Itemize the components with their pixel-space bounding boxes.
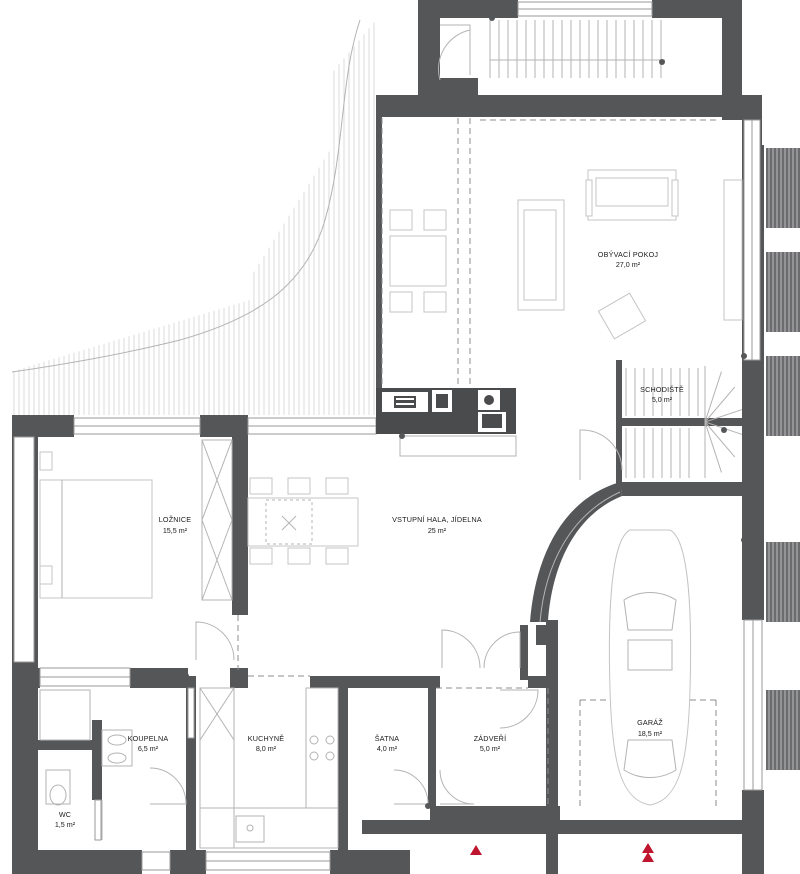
room-label-satna: ŠATNA 4,0 m² (375, 734, 399, 753)
room-area-wc: 1,5 m² (55, 820, 76, 829)
room-name-wc: WC (59, 810, 71, 819)
room-label-garaz: GARÁŽ 18,5 m² (637, 718, 663, 738)
room-label-obyvaci: OBÝVACÍ POKOJ 27,0 m² (598, 250, 659, 269)
curved-wall (530, 482, 622, 622)
room-label-schodiste: SCHODIŠTĚ 5,0 m² (640, 385, 684, 404)
dining-furniture (247, 477, 359, 565)
room-area-garaz: 18,5 m² (638, 729, 663, 738)
interior-lines (39, 20, 743, 849)
main-entrance-arrow (470, 845, 482, 855)
radiator-grid (768, 148, 798, 770)
room-name-satna: ŠATNA (375, 734, 399, 743)
room-area-satna: 4,0 m² (377, 744, 398, 753)
room-name-schodiste: SCHODIŠTĚ (640, 385, 684, 394)
room-name-hala: VSTUPNÍ HALA, JÍDELNA (392, 515, 482, 524)
room-label-zadveri: ZÁDVEŘÍ 5,0 m² (474, 734, 507, 753)
room-area-zadveri: 5,0 m² (480, 744, 501, 753)
windows (13, 1, 763, 871)
room-name-zadveri: ZÁDVEŘÍ (474, 734, 507, 743)
kitchen-counter (376, 388, 517, 457)
garage-entrance-arrow (642, 843, 654, 862)
room-area-obyvaci: 27,0 m² (616, 260, 641, 269)
room-name-kuchyne: KUCHYNĚ (248, 734, 285, 743)
room-area-loznice: 15,5 m² (163, 526, 188, 535)
terrace-outline (11, 19, 361, 373)
car (608, 529, 692, 806)
bedroom-furniture (39, 451, 153, 599)
room-name-obyvaci: OBÝVACÍ POKOJ (598, 250, 659, 259)
room-label-loznice: LOŽNICE 15,5 m² (159, 515, 192, 535)
room-label-koupelna: KOUPELNA 6,5 m² (128, 734, 169, 753)
room-label-hala: VSTUPNÍ HALA, JÍDELNA 25 m² (392, 515, 482, 535)
room-area-hala: 25 m² (428, 526, 447, 535)
living-furniture (389, 169, 743, 340)
room-name-koupelna: KOUPELNA (128, 734, 169, 743)
room-name-loznice: LOŽNICE (159, 515, 192, 524)
room-area-schodiste: 5,0 m² (652, 395, 673, 404)
room-label-kuchyne: KUCHYNĚ 8,0 m² (248, 734, 285, 753)
room-area-koupelna: 6,5 m² (138, 744, 159, 753)
dashed-lines (237, 118, 720, 808)
doors (101, 621, 539, 840)
room-label-wc: WC 1,5 m² (55, 810, 76, 829)
terrace-hatching (13, 22, 375, 415)
room-area-kuchyne: 8,0 m² (256, 744, 277, 753)
room-name-garaz: GARÁŽ (637, 718, 663, 727)
radiators (766, 148, 800, 770)
